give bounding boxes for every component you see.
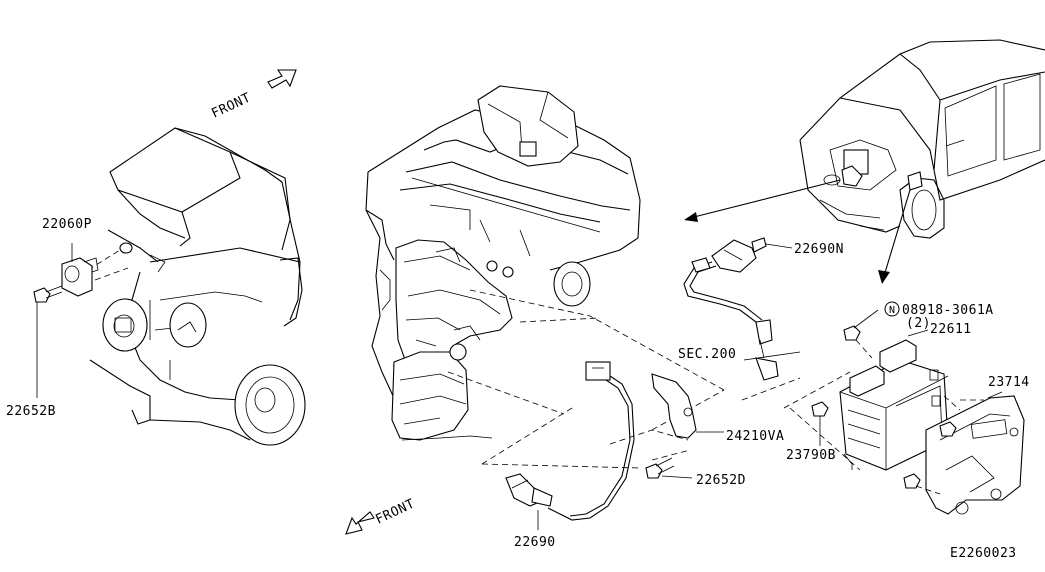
front-arrow-top [267, 69, 297, 89]
nut-23790b [789, 401, 861, 471]
part-label-08918-qty: (2) [906, 316, 931, 331]
engine-center [365, 85, 641, 441]
section-ref-sec200: SEC.200 [678, 347, 736, 362]
part-label-23790b: 23790B [786, 448, 836, 463]
front-label-top: FRONT [209, 90, 253, 121]
nut-08918 [843, 309, 879, 359]
circle-letter: N [889, 305, 895, 316]
bolt-22652d [645, 457, 693, 479]
dashed-leaders [447, 289, 801, 469]
bolt-22652b [33, 285, 63, 398]
knock-sensor [61, 243, 99, 297]
part-label-22690n: 22690N [794, 242, 844, 257]
bracket-23714 [903, 391, 1025, 515]
engine-block-left [87, 127, 306, 446]
part-label-22690: 22690 [514, 535, 556, 550]
bracket-24210va [651, 373, 724, 439]
car-outline [684, 39, 1045, 284]
part-label-22611: 22611 [930, 322, 972, 337]
diagram-id: E2260023 [950, 546, 1017, 561]
part-label-22060p: 22060P [42, 217, 92, 232]
part-label-08918: 08918-3061A [902, 303, 994, 318]
part-label-23714: 23714 [988, 375, 1030, 390]
part-label-24210va: 24210VA [726, 429, 784, 444]
o2-sensor-22690n [683, 237, 801, 381]
front-label-bottom: FRONT [373, 496, 417, 527]
o2-sensor-22690 [505, 361, 635, 530]
part-label-22652b: 22652B [6, 404, 56, 419]
circle-letter-icon: N [884, 301, 900, 317]
front-arrow-bottom [345, 511, 375, 535]
ecm-module [839, 329, 949, 471]
part-label-22652d: 22652D [696, 473, 746, 488]
